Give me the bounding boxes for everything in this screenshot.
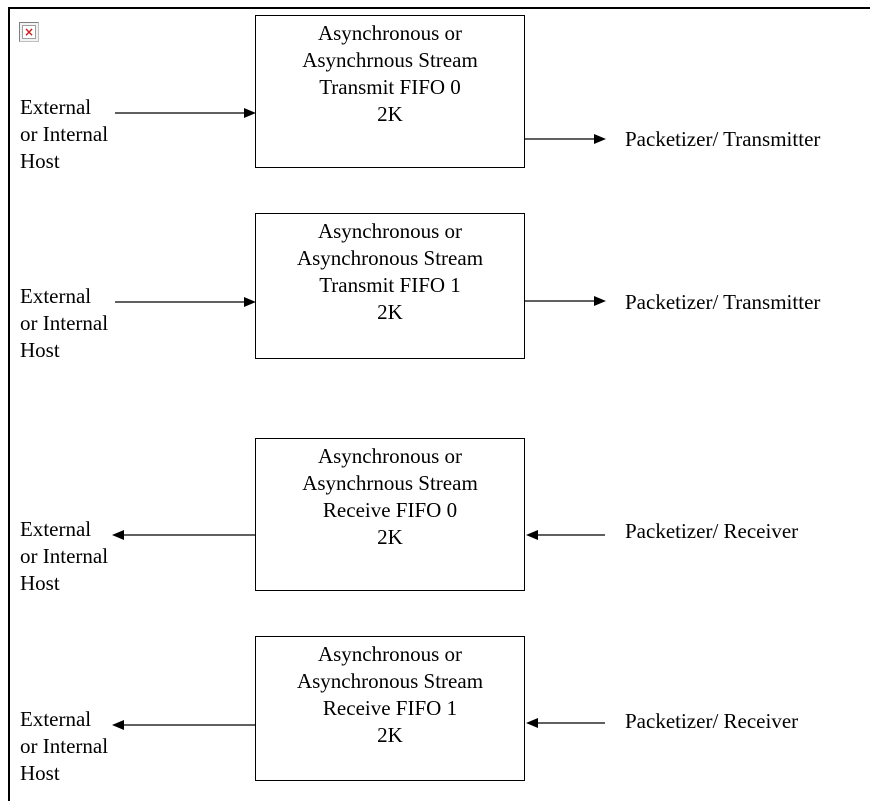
fifo-box-line: 2K xyxy=(377,525,403,549)
fifo-box-line: 2K xyxy=(377,102,403,126)
fifo-box-receive-1: Asynchronous or Asynchronous Stream Rece… xyxy=(255,636,525,781)
endpoint-label-rx0: Packetizer/ Receiver xyxy=(625,519,799,543)
fifo-box-line: Asynchronous or xyxy=(317,444,463,468)
diagram-frame-top xyxy=(8,7,870,9)
host-line: External xyxy=(20,517,92,541)
fifo-box-line: Asynchrnous Stream xyxy=(302,471,478,495)
host-label-rx1: External or Internal Host xyxy=(20,706,108,787)
broken-image-icon: × xyxy=(19,22,39,42)
host-line: or Internal xyxy=(20,311,109,335)
arrowhead xyxy=(112,720,124,730)
fifo-box-line: Transmit FIFO 0 xyxy=(319,75,461,99)
fifo-box-line: Receive FIFO 1 xyxy=(322,696,458,720)
arrowhead xyxy=(244,297,256,307)
endpoint-label-tx0: Packetizer/ Transmitter xyxy=(625,127,821,151)
fifo-box-line: Asynchrnous Stream xyxy=(302,48,478,72)
arrowhead xyxy=(594,296,606,306)
host-label-rx0: External or Internal Host xyxy=(20,516,108,597)
fifo-box-line: Asynchronous or xyxy=(317,21,463,45)
fifo-box-line: Asynchronous or xyxy=(317,219,463,243)
fifo-box-line: Asynchronous Stream xyxy=(296,246,484,270)
host-line: Host xyxy=(20,338,60,362)
diagram-frame-left xyxy=(8,7,10,801)
host-label-tx0: External or Internal Host xyxy=(20,94,108,175)
host-line: or Internal xyxy=(20,734,109,758)
endpoint-label-tx1: Packetizer/ Transmitter xyxy=(625,290,821,314)
fifo-box-transmit-1: Asynchronous or Asynchronous Stream Tran… xyxy=(255,213,525,359)
endpoint-label-rx1: Packetizer/ Receiver xyxy=(625,709,799,733)
host-line: Host xyxy=(20,571,60,595)
host-label-tx1: External or Internal Host xyxy=(20,283,108,364)
host-line: or Internal xyxy=(20,544,109,568)
fifo-box-receive-0: Asynchronous or Asynchrnous Stream Recei… xyxy=(255,438,525,591)
arrowhead xyxy=(526,718,538,728)
host-line: Host xyxy=(20,761,60,785)
fifo-box-transmit-0: Asynchronous or Asynchrnous Stream Trans… xyxy=(255,15,525,168)
fifo-box-line: Transmit FIFO 1 xyxy=(319,273,461,297)
fifo-box-line: 2K xyxy=(377,300,403,324)
host-line: External xyxy=(20,284,92,308)
arrowhead xyxy=(112,530,124,540)
host-line: External xyxy=(20,95,92,119)
arrowhead xyxy=(244,108,256,118)
host-line: External xyxy=(20,707,92,731)
fifo-box-line: Asynchronous Stream xyxy=(296,669,484,693)
arrowhead xyxy=(594,134,606,144)
fifo-box-line: 2K xyxy=(377,723,403,747)
host-line: or Internal xyxy=(20,122,109,146)
fifo-box-line: Asynchronous or xyxy=(317,642,463,666)
host-line: Host xyxy=(20,149,60,173)
fifo-box-line: Receive FIFO 0 xyxy=(322,498,458,522)
arrowhead xyxy=(526,530,538,540)
